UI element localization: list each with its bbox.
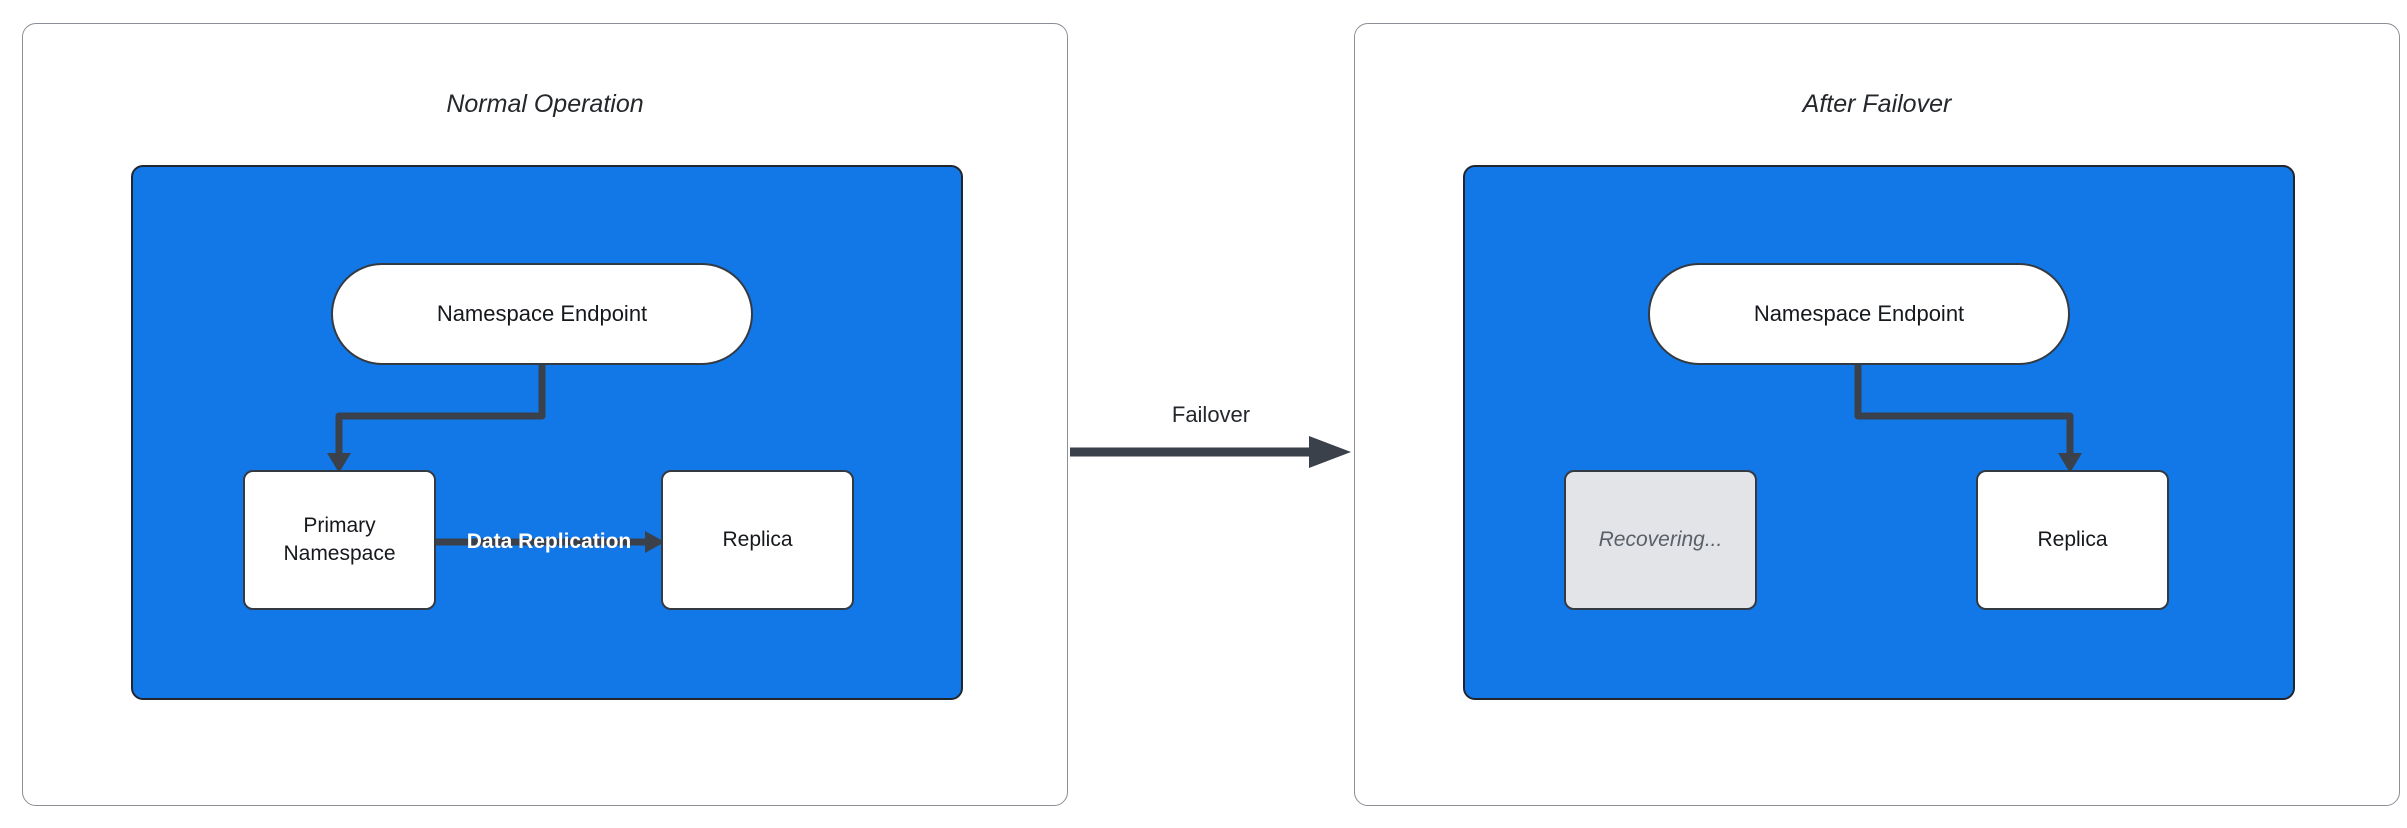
panel-normal-operation: Normal Operation Namespace Endpoint Prim…	[22, 23, 1068, 806]
namespace-container: Namespace Endpoint Recovering... Replica	[1463, 165, 2295, 700]
data-replication-edge-label: Data Replication	[466, 530, 632, 553]
endpoint-to-replica-arrow	[1854, 365, 2082, 473]
failover-arrow	[1070, 436, 1351, 468]
namespace-endpoint-node: Namespace Endpoint	[1648, 263, 2070, 365]
primary-namespace-label: Primary Namespace	[283, 514, 396, 565]
namespace-endpoint-node: Namespace Endpoint	[331, 263, 753, 365]
panel-after-failover: After Failover Namespace Endpoint Recove…	[1354, 23, 2400, 806]
namespace-endpoint-label: Namespace Endpoint	[1753, 301, 1965, 326]
failover-transition: Failover	[1070, 402, 1352, 472]
panel-title: Normal Operation	[446, 90, 644, 118]
panel-title: After Failover	[1802, 90, 1952, 118]
recovering-node: Recovering...	[1564, 470, 1757, 610]
primary-namespace-node: Primary Namespace	[243, 470, 436, 610]
replica-label: Replica	[2037, 528, 2108, 551]
edges-layer	[327, 365, 665, 553]
namespace-container: Namespace Endpoint Primary Namespace Rep…	[131, 165, 963, 700]
replica-label: Replica	[722, 528, 793, 551]
recovering-label: Recovering...	[1598, 528, 1723, 551]
endpoint-to-primary-arrow	[327, 365, 546, 473]
replica-node: Replica	[661, 470, 854, 610]
namespace-endpoint-label: Namespace Endpoint	[436, 301, 648, 326]
failover-label: Failover	[1171, 402, 1251, 427]
edges-layer	[1854, 365, 2082, 473]
replica-node: Replica	[1976, 470, 2169, 610]
